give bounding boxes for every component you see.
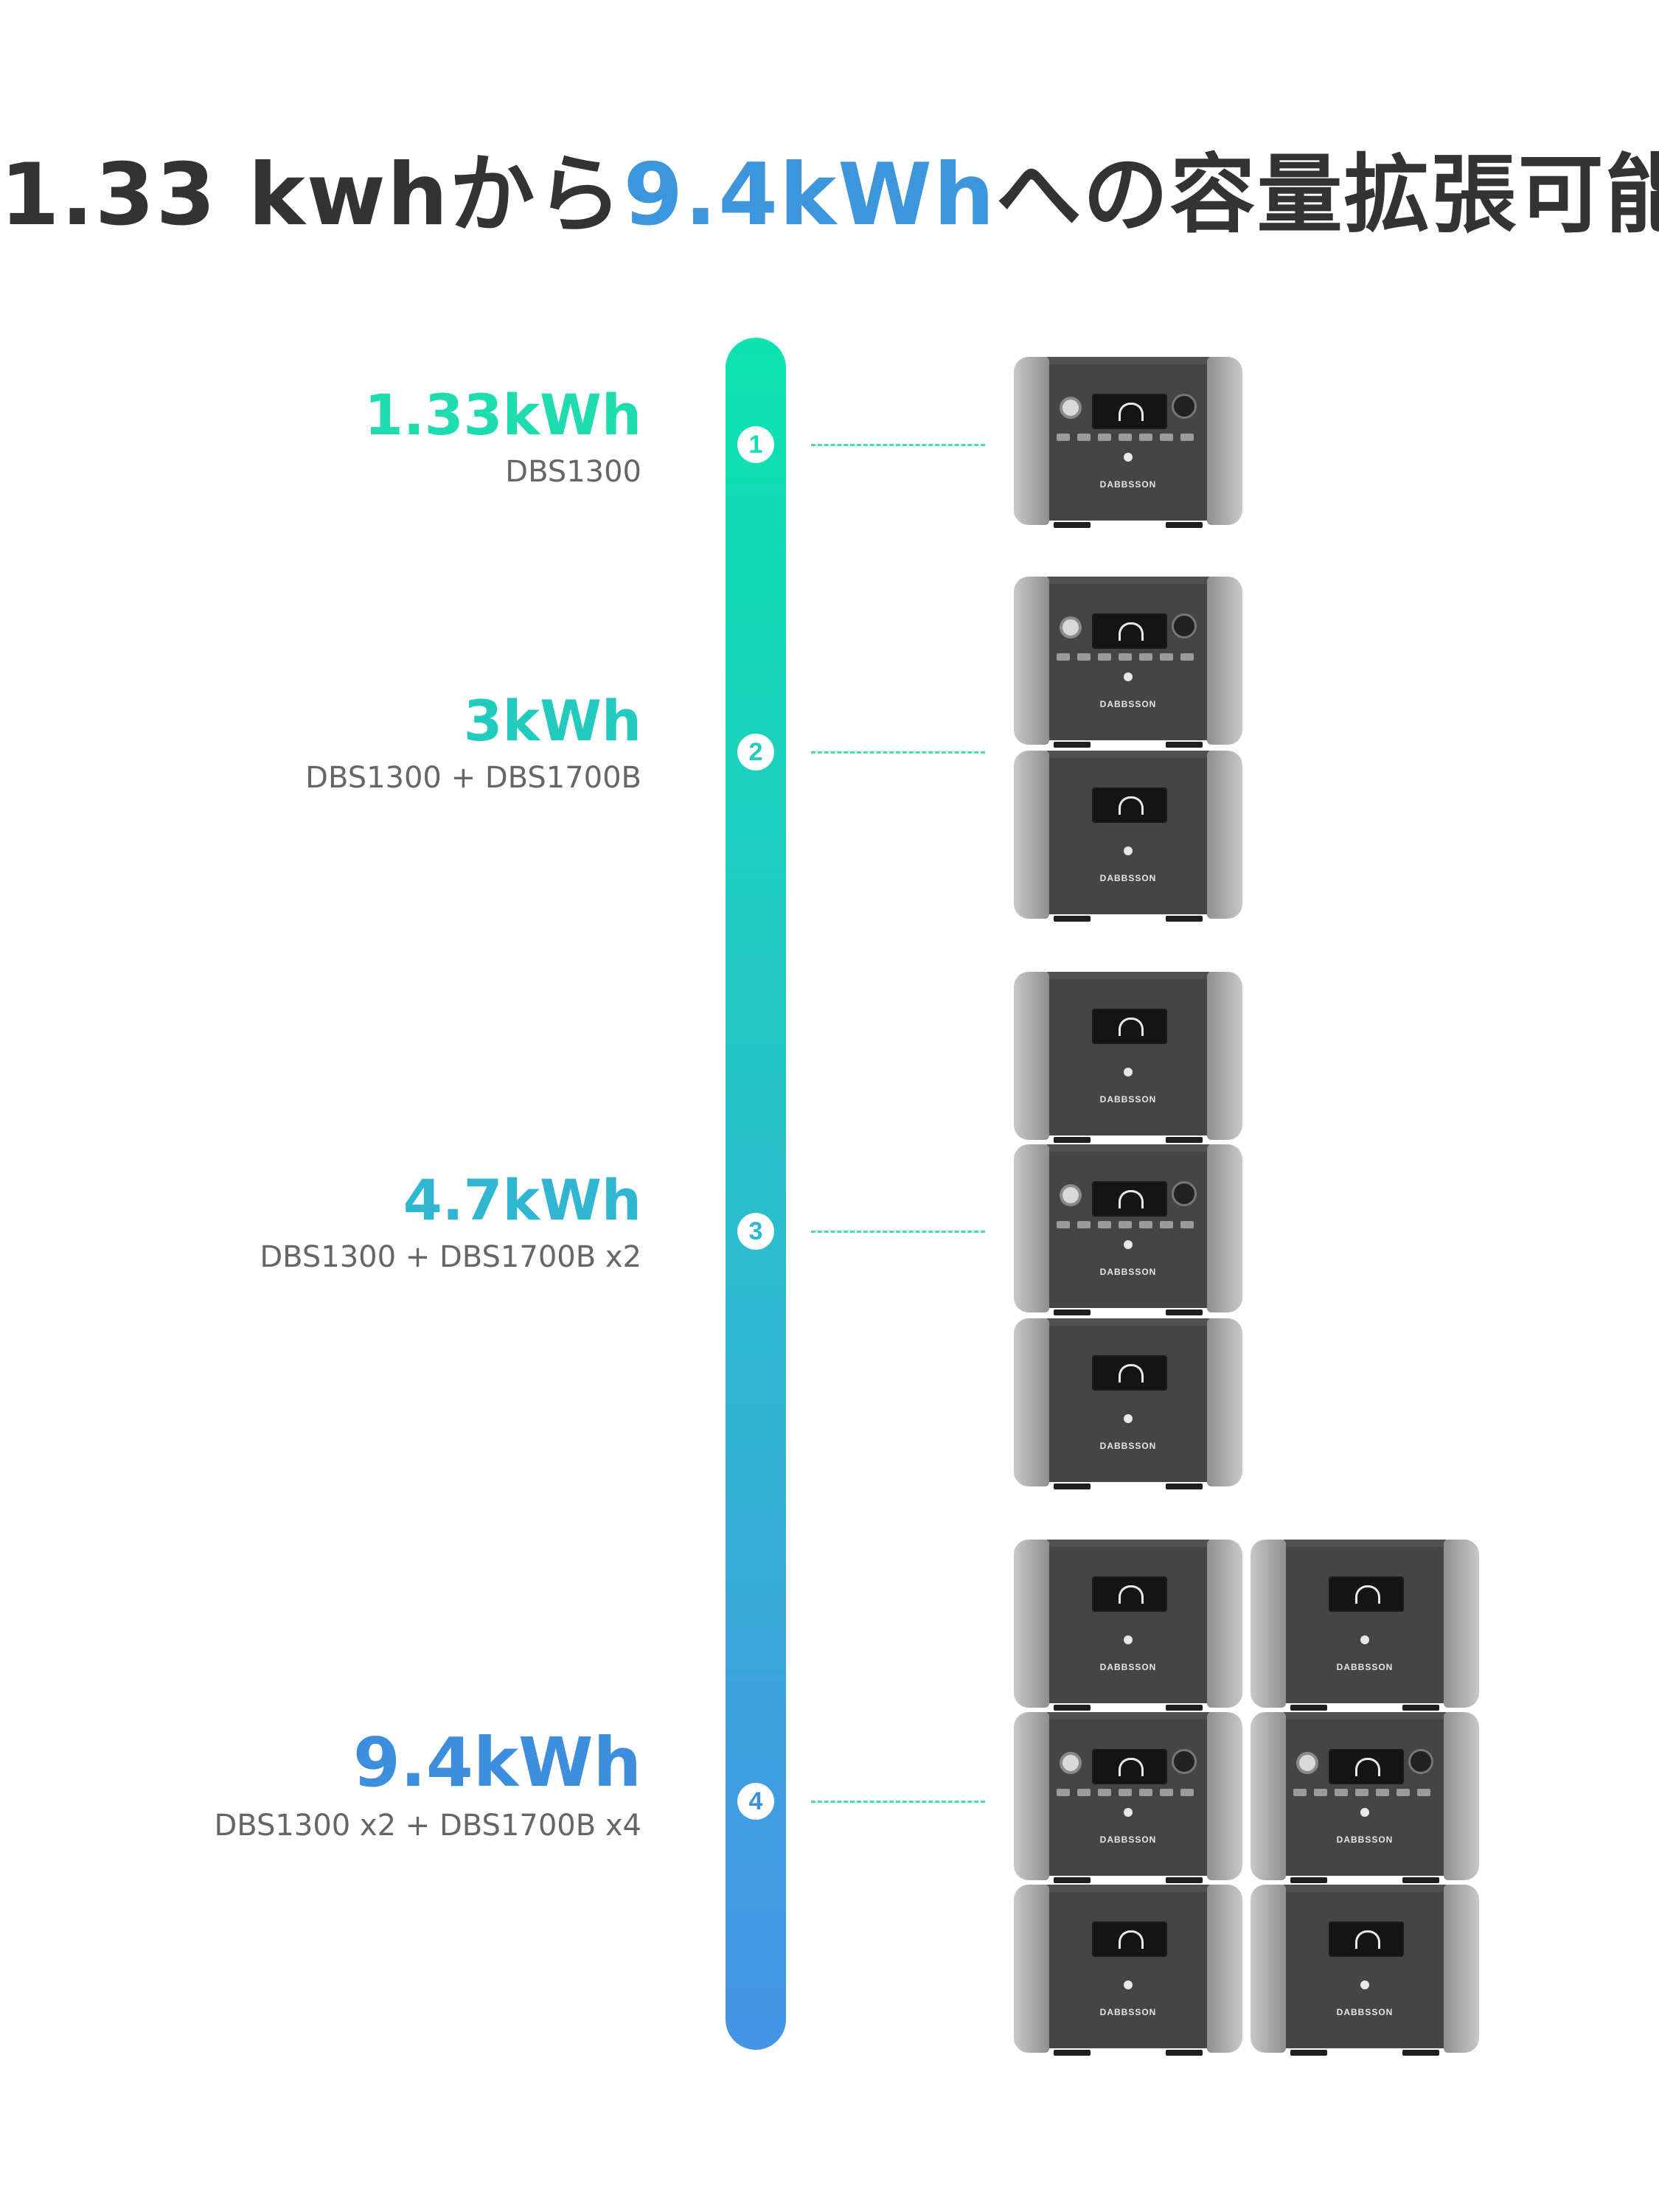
stage-4-label: 9.4kWh DBS1300 x2 + DBS1700B x4 xyxy=(214,1729,641,1843)
battery-dbs1700b: DABBSSON xyxy=(1251,1540,1479,1711)
battery-dbs1700b: DABBSSON xyxy=(1251,1885,1479,2056)
brand-logo: DABBSSON xyxy=(1099,1441,1157,1451)
battery-dbs1700b: DABBSSON xyxy=(1014,1540,1242,1711)
stage-3-capacity: 4.7kWh xyxy=(403,1167,641,1233)
stage-2-number: 2 xyxy=(748,738,763,766)
brand-logo: DABBSSON xyxy=(1099,1267,1157,1277)
battery-dbs1700b: DABBSSON xyxy=(1014,972,1242,1143)
stage-1-number: 1 xyxy=(748,431,763,459)
brand-logo: DABBSSON xyxy=(1099,1662,1157,1672)
stage-3-label: 4.7kWh DBS1300 + DBS1700B x2 xyxy=(260,1167,641,1275)
battery-dbs1700b: DABBSSON xyxy=(1014,1318,1242,1489)
stage-1-marker: 1 xyxy=(737,426,774,463)
stage-4-config: DBS1300 x2 + DBS1700B x4 xyxy=(214,1809,641,1843)
brand-logo: DABBSSON xyxy=(1099,1094,1157,1105)
battery-dbs1700b: DABBSSON xyxy=(1014,1885,1242,2056)
brand-logo: DABBSSON xyxy=(1099,479,1157,490)
power-station-dbs1300: DABBSSON xyxy=(1014,577,1242,748)
brand-logo: DABBSSON xyxy=(1099,699,1157,709)
title-suffix: への容量拡張可能 xyxy=(995,145,1659,245)
stage-3-marker: 3 xyxy=(737,1213,774,1250)
power-station-dbs1300: DABBSSON xyxy=(1014,1144,1242,1315)
stage-3-config: DBS1300 + DBS1700B x2 xyxy=(260,1240,641,1274)
brand-logo: DABBSSON xyxy=(1336,1662,1394,1672)
stage-3-connector xyxy=(811,1231,985,1233)
stage-1-connector xyxy=(811,444,985,446)
power-station-dbs1300: DABBSSON xyxy=(1014,1712,1242,1883)
stage-2-connector xyxy=(811,751,985,754)
capacity-timeline xyxy=(726,338,786,2050)
title-highlight: 9.4kWh xyxy=(623,145,996,245)
stage-4-number: 4 xyxy=(748,1787,763,1815)
brand-logo: DABBSSON xyxy=(1099,1834,1157,1845)
brand-logo: DABBSSON xyxy=(1336,1834,1394,1845)
stage-4-connector xyxy=(811,1801,985,1803)
stage-2-capacity: 3kWh xyxy=(463,688,641,754)
stage-4-marker: 4 xyxy=(737,1783,774,1820)
brand-logo: DABBSSON xyxy=(1099,2007,1157,2017)
stage-2-marker: 2 xyxy=(737,734,774,771)
brand-logo: DABBSSON xyxy=(1099,873,1157,883)
page-title: 1.33 kwhから9.4kWhへの容量拡張可能 xyxy=(0,125,1659,249)
brand-logo: DABBSSON xyxy=(1336,2007,1394,2017)
title-prefix: 1.33 kwhから xyxy=(0,145,624,245)
stage-1-config: DBS1300 xyxy=(505,455,641,489)
stage-1-capacity: 1.33kWh xyxy=(364,382,641,448)
stage-2-config: DBS1300 + DBS1700B xyxy=(305,761,641,795)
stage-1-label: 1.33kWh DBS1300 xyxy=(364,382,641,490)
stage-2-label: 3kWh DBS1300 + DBS1700B xyxy=(305,688,641,796)
power-station-dbs1300: DABBSSON xyxy=(1014,357,1242,528)
stage-3-number: 3 xyxy=(748,1217,763,1245)
battery-dbs1700b: DABBSSON xyxy=(1014,751,1242,922)
stage-4-capacity: 9.4kWh xyxy=(352,1723,641,1802)
power-station-dbs1300: DABBSSON xyxy=(1251,1712,1479,1883)
